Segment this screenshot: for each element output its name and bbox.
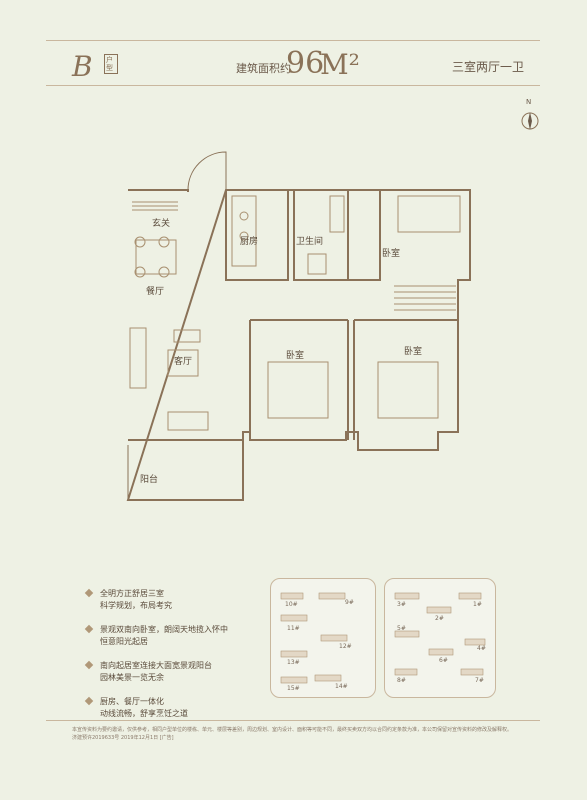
building-label: 3# [397, 601, 406, 608]
building-label: 12# [339, 643, 352, 650]
room-dining: 餐厅 [146, 287, 165, 297]
building-label: 1# [473, 601, 482, 608]
feature-item: 全明方正舒居三室 科学规划，布局考究 [84, 588, 256, 612]
header-frame [46, 40, 540, 86]
north-label: N [526, 98, 532, 106]
building-label: 13# [287, 659, 300, 666]
diamond-bullet-icon [84, 588, 94, 598]
building-label: 14# [335, 683, 348, 690]
compass-icon: N [520, 98, 540, 134]
feature-item: 景观双南向卧室，朗阔天地揽入怀中 恒意阳光起居 [84, 624, 256, 648]
diamond-bullet-icon [84, 660, 94, 670]
room-kitchen: 厨房 [240, 237, 259, 247]
room-bathroom: 卫生间 [296, 237, 324, 247]
building-label: 15# [287, 685, 300, 692]
room-balcony: 阳台 [140, 475, 159, 485]
area-value: 96 [286, 46, 325, 81]
room-bedroom-north: 卧室 [382, 249, 401, 259]
feature-list: 全明方正舒居三室 科学规划，布局考究 景观双南向卧室，朗阔天地揽入怀中 恒意阳光… [84, 588, 256, 732]
room-living: 客厅 [174, 357, 193, 367]
floor-plan-walls [126, 151, 471, 501]
unit-type-letter: B [72, 50, 93, 83]
diamond-bullet-icon [84, 624, 94, 634]
building-label: 10# [285, 601, 298, 608]
feature-item: 南向起居室连接大面宽景观阳台 园林美景一览无余 [84, 660, 256, 684]
site-map-left: 10# 9# 11# 12# 13# 14# 15# [270, 578, 376, 698]
building-label: 11# [287, 625, 300, 632]
layout-type-label: 三室两厅一卫 [452, 60, 525, 74]
feature-item: 厨房、餐厅一体化 动线流畅，舒享烹饪之道 [84, 696, 256, 720]
building-label: 7# [475, 677, 484, 684]
building-label: 9# [345, 599, 354, 606]
unit-type-sub-label: 户型 [104, 54, 118, 74]
building-label: 5# [397, 625, 406, 632]
area-unit: M² [320, 48, 360, 81]
area-label: 建筑面积约 [236, 62, 291, 75]
room-entrance: 玄关 [152, 219, 171, 229]
building-label: 6# [439, 657, 448, 664]
room-bedroom-south: 卧室 [404, 347, 423, 357]
room-bedroom-middle: 卧室 [286, 351, 305, 361]
building-label: 8# [397, 677, 406, 684]
footer-divider [46, 720, 540, 721]
building-label: 4# [477, 645, 486, 652]
floor-plan: 玄关 厨房 卫生间 卧室 餐厅 客厅 卧室 卧室 阳台 [118, 150, 478, 514]
disclaimer-text: 本宣传资料为要约邀请，仅供参考，相同户型单位的楼栋、单元、楼层等差别，周边规划、… [72, 727, 513, 733]
diamond-bullet-icon [84, 696, 94, 706]
disclaimer: 本宣传资料为要约邀请，仅供参考，相同户型单位的楼栋、单元、楼层等差别，周边规划、… [72, 726, 542, 742]
building-label: 2# [435, 615, 444, 622]
permit-info: 济建预许2019633号 2019年12月1日 [广告] [72, 735, 174, 741]
site-map-right: 3# 1# 2# 5# 4# 6# 8# 7# [384, 578, 496, 698]
